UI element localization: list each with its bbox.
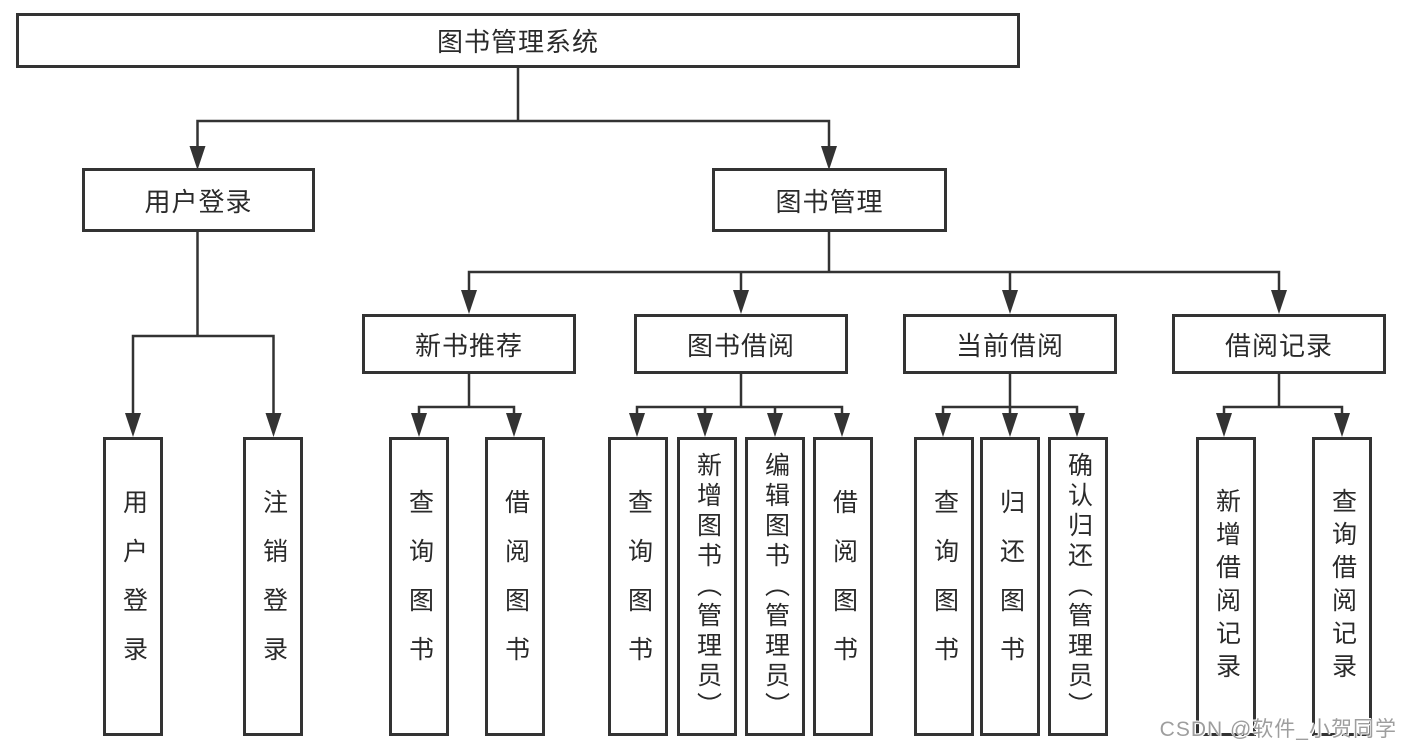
leaf-query-book-borrow: 查询图书 bbox=[608, 437, 668, 736]
node-root: 图书管理系统 bbox=[16, 13, 1020, 68]
leaf-user-login-label: 用户登录 bbox=[119, 488, 148, 685]
leaf-confirm-return-admin: 确认归还（管理员） bbox=[1048, 437, 1108, 736]
leaf-query-borrow-record-label: 查询借阅记录 bbox=[1328, 487, 1357, 686]
leaf-borrow-book-borrow-label: 借阅图书 bbox=[829, 488, 858, 685]
leaf-query-book-recommend-label: 查询图书 bbox=[405, 488, 434, 685]
leaf-return-book-label: 归还图书 bbox=[996, 488, 1025, 685]
node-new-book-recommend-label: 新书推荐 bbox=[414, 330, 523, 361]
leaf-edit-book-admin: 编辑图书（管理员） bbox=[745, 437, 805, 736]
leaf-add-book-admin-label: 新增图书（管理员） bbox=[693, 451, 722, 722]
node-book-management-label: 图书管理 bbox=[775, 186, 884, 217]
leaf-borrow-book-borrow: 借阅图书 bbox=[813, 437, 873, 736]
leaf-confirm-return-admin-label: 确认归还（管理员） bbox=[1064, 451, 1093, 722]
leaf-borrow-book-recommend-label: 借阅图书 bbox=[501, 488, 530, 685]
node-user-login: 用户登录 bbox=[82, 168, 315, 232]
node-book-borrow-label: 图书借阅 bbox=[686, 330, 795, 361]
leaf-query-book-borrow-label: 查询图书 bbox=[624, 488, 653, 685]
leaf-query-book-recommend: 查询图书 bbox=[389, 437, 449, 736]
leaf-query-book-current: 查询图书 bbox=[914, 437, 974, 736]
leaf-logout-label: 注销登录 bbox=[259, 488, 288, 685]
leaf-edit-book-admin-label: 编辑图书（管理员） bbox=[761, 451, 790, 722]
leaf-query-book-current-label: 查询图书 bbox=[930, 488, 959, 685]
leaf-borrow-book-recommend: 借阅图书 bbox=[485, 437, 545, 736]
node-book-management: 图书管理 bbox=[712, 168, 947, 232]
node-borrow-records: 借阅记录 bbox=[1172, 314, 1386, 374]
node-current-borrow: 当前借阅 bbox=[903, 314, 1117, 374]
leaf-return-book: 归还图书 bbox=[980, 437, 1040, 736]
leaf-user-login: 用户登录 bbox=[103, 437, 163, 736]
watermark: CSDN @软件_小贺同学 bbox=[1159, 718, 1397, 741]
leaf-add-book-admin: 新增图书（管理员） bbox=[677, 437, 737, 736]
node-user-login-label: 用户登录 bbox=[144, 186, 253, 217]
node-root-label: 图书管理系统 bbox=[436, 27, 599, 57]
leaf-add-borrow-record-label: 新增借阅记录 bbox=[1212, 487, 1241, 686]
node-borrow-records-label: 借阅记录 bbox=[1224, 330, 1333, 361]
node-new-book-recommend: 新书推荐 bbox=[362, 314, 576, 374]
arrowheads bbox=[125, 146, 1350, 437]
leaf-query-borrow-record: 查询借阅记录 bbox=[1312, 437, 1372, 736]
leaf-logout: 注销登录 bbox=[243, 437, 303, 736]
node-book-borrow: 图书借阅 bbox=[634, 314, 848, 374]
leaf-add-borrow-record: 新增借阅记录 bbox=[1196, 437, 1256, 736]
node-current-borrow-label: 当前借阅 bbox=[955, 330, 1064, 361]
